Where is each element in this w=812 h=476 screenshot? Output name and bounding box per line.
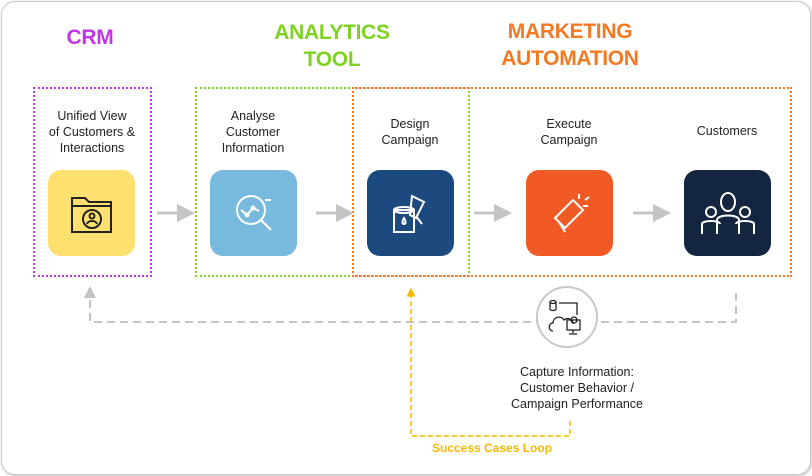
label-line: Customers <box>696 124 758 138</box>
label-line: Execute <box>546 117 592 131</box>
customers-tile <box>684 170 771 256</box>
analytics-title-line1: ANALYTICS <box>274 21 390 44</box>
capture-circle <box>536 286 598 348</box>
label-line: Unified View <box>57 109 127 123</box>
label-line: Design <box>390 117 430 131</box>
marketing-title-line2: AUTOMATION <box>501 47 639 70</box>
label-line: Campaign <box>540 133 598 147</box>
analyse-tile <box>210 170 297 256</box>
step-label-crm: Unified View of Customers & Interactions <box>22 108 162 156</box>
capture-caption: Capture Information: Customer Behavior /… <box>477 364 677 412</box>
folder-user-icon <box>70 197 112 233</box>
magnifier-chart-icon <box>235 195 272 231</box>
step-label-execute: Execute Campaign <box>499 116 639 148</box>
label-line: Customer <box>225 125 281 139</box>
cloud-database-monitor-icon <box>548 299 581 335</box>
step-label-customers: Customers <box>657 123 797 139</box>
step-label-analyse: Analyse Customer Information <box>183 108 323 156</box>
success-loop-label: Success Cases Loop <box>431 441 553 455</box>
feedback-loop-line <box>84 286 737 323</box>
caption-line: Capture Information: <box>520 365 634 379</box>
label-line: Information <box>221 141 285 155</box>
caption-line: Customer Behavior / <box>520 381 634 395</box>
label-line: of Customers & <box>48 125 136 139</box>
analytics-title-line2: TOOL <box>303 48 361 71</box>
crm-group-box <box>33 87 152 277</box>
analytics-group-box <box>195 87 470 277</box>
design-tile <box>367 170 454 256</box>
crm-title: CRM <box>66 26 114 49</box>
step-label-design: Design Campaign <box>340 116 480 148</box>
execute-tile <box>526 170 613 256</box>
people-group-icon <box>700 192 755 234</box>
crm-tile <box>48 170 135 256</box>
label-line: Analyse <box>230 109 276 123</box>
megaphone-icon <box>553 194 590 233</box>
analytics-title: ANALYTICS TOOL <box>252 19 412 73</box>
caption-line: Campaign Performance <box>510 397 643 411</box>
paint-bucket-brush-icon <box>392 194 425 233</box>
marketing-title: MARKETING AUTOMATION <box>480 18 660 72</box>
label-line: Campaign <box>381 133 439 147</box>
label-line: Interactions <box>59 141 125 155</box>
marketing-group-box <box>352 87 792 277</box>
marketing-title-line1: MARKETING <box>507 20 633 43</box>
